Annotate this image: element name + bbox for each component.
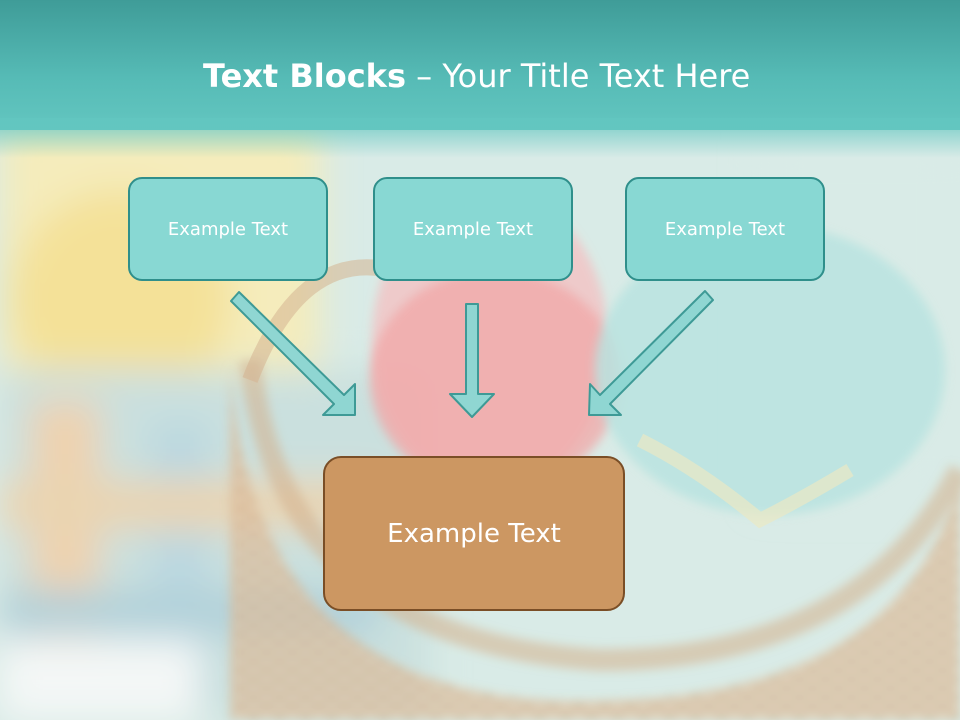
text-block-main-label: Example Text [387, 518, 561, 549]
title-bar-fade [0, 118, 960, 158]
text-block-top-left-label: Example Text [167, 218, 289, 240]
text-block-top-left[interactable]: Example Text [128, 177, 328, 281]
text-block-top-center[interactable]: Example Text [373, 177, 573, 281]
page-title: Text Blocks – Your Title Text Here [203, 54, 750, 98]
arrow-left [230, 291, 356, 416]
text-block-top-right-label: Example Text [664, 218, 786, 240]
text-block-main[interactable]: Example Text [323, 456, 625, 611]
title-separator: – [406, 57, 443, 95]
arrow-center [449, 303, 495, 418]
title-rest: Your Title Text Here [442, 57, 751, 95]
title-bar [0, 0, 960, 130]
arrow-right [588, 290, 714, 416]
text-block-top-center-label: Example Text [412, 218, 534, 240]
title-bold: Text Blocks [203, 57, 406, 95]
text-block-top-right[interactable]: Example Text [625, 177, 825, 281]
